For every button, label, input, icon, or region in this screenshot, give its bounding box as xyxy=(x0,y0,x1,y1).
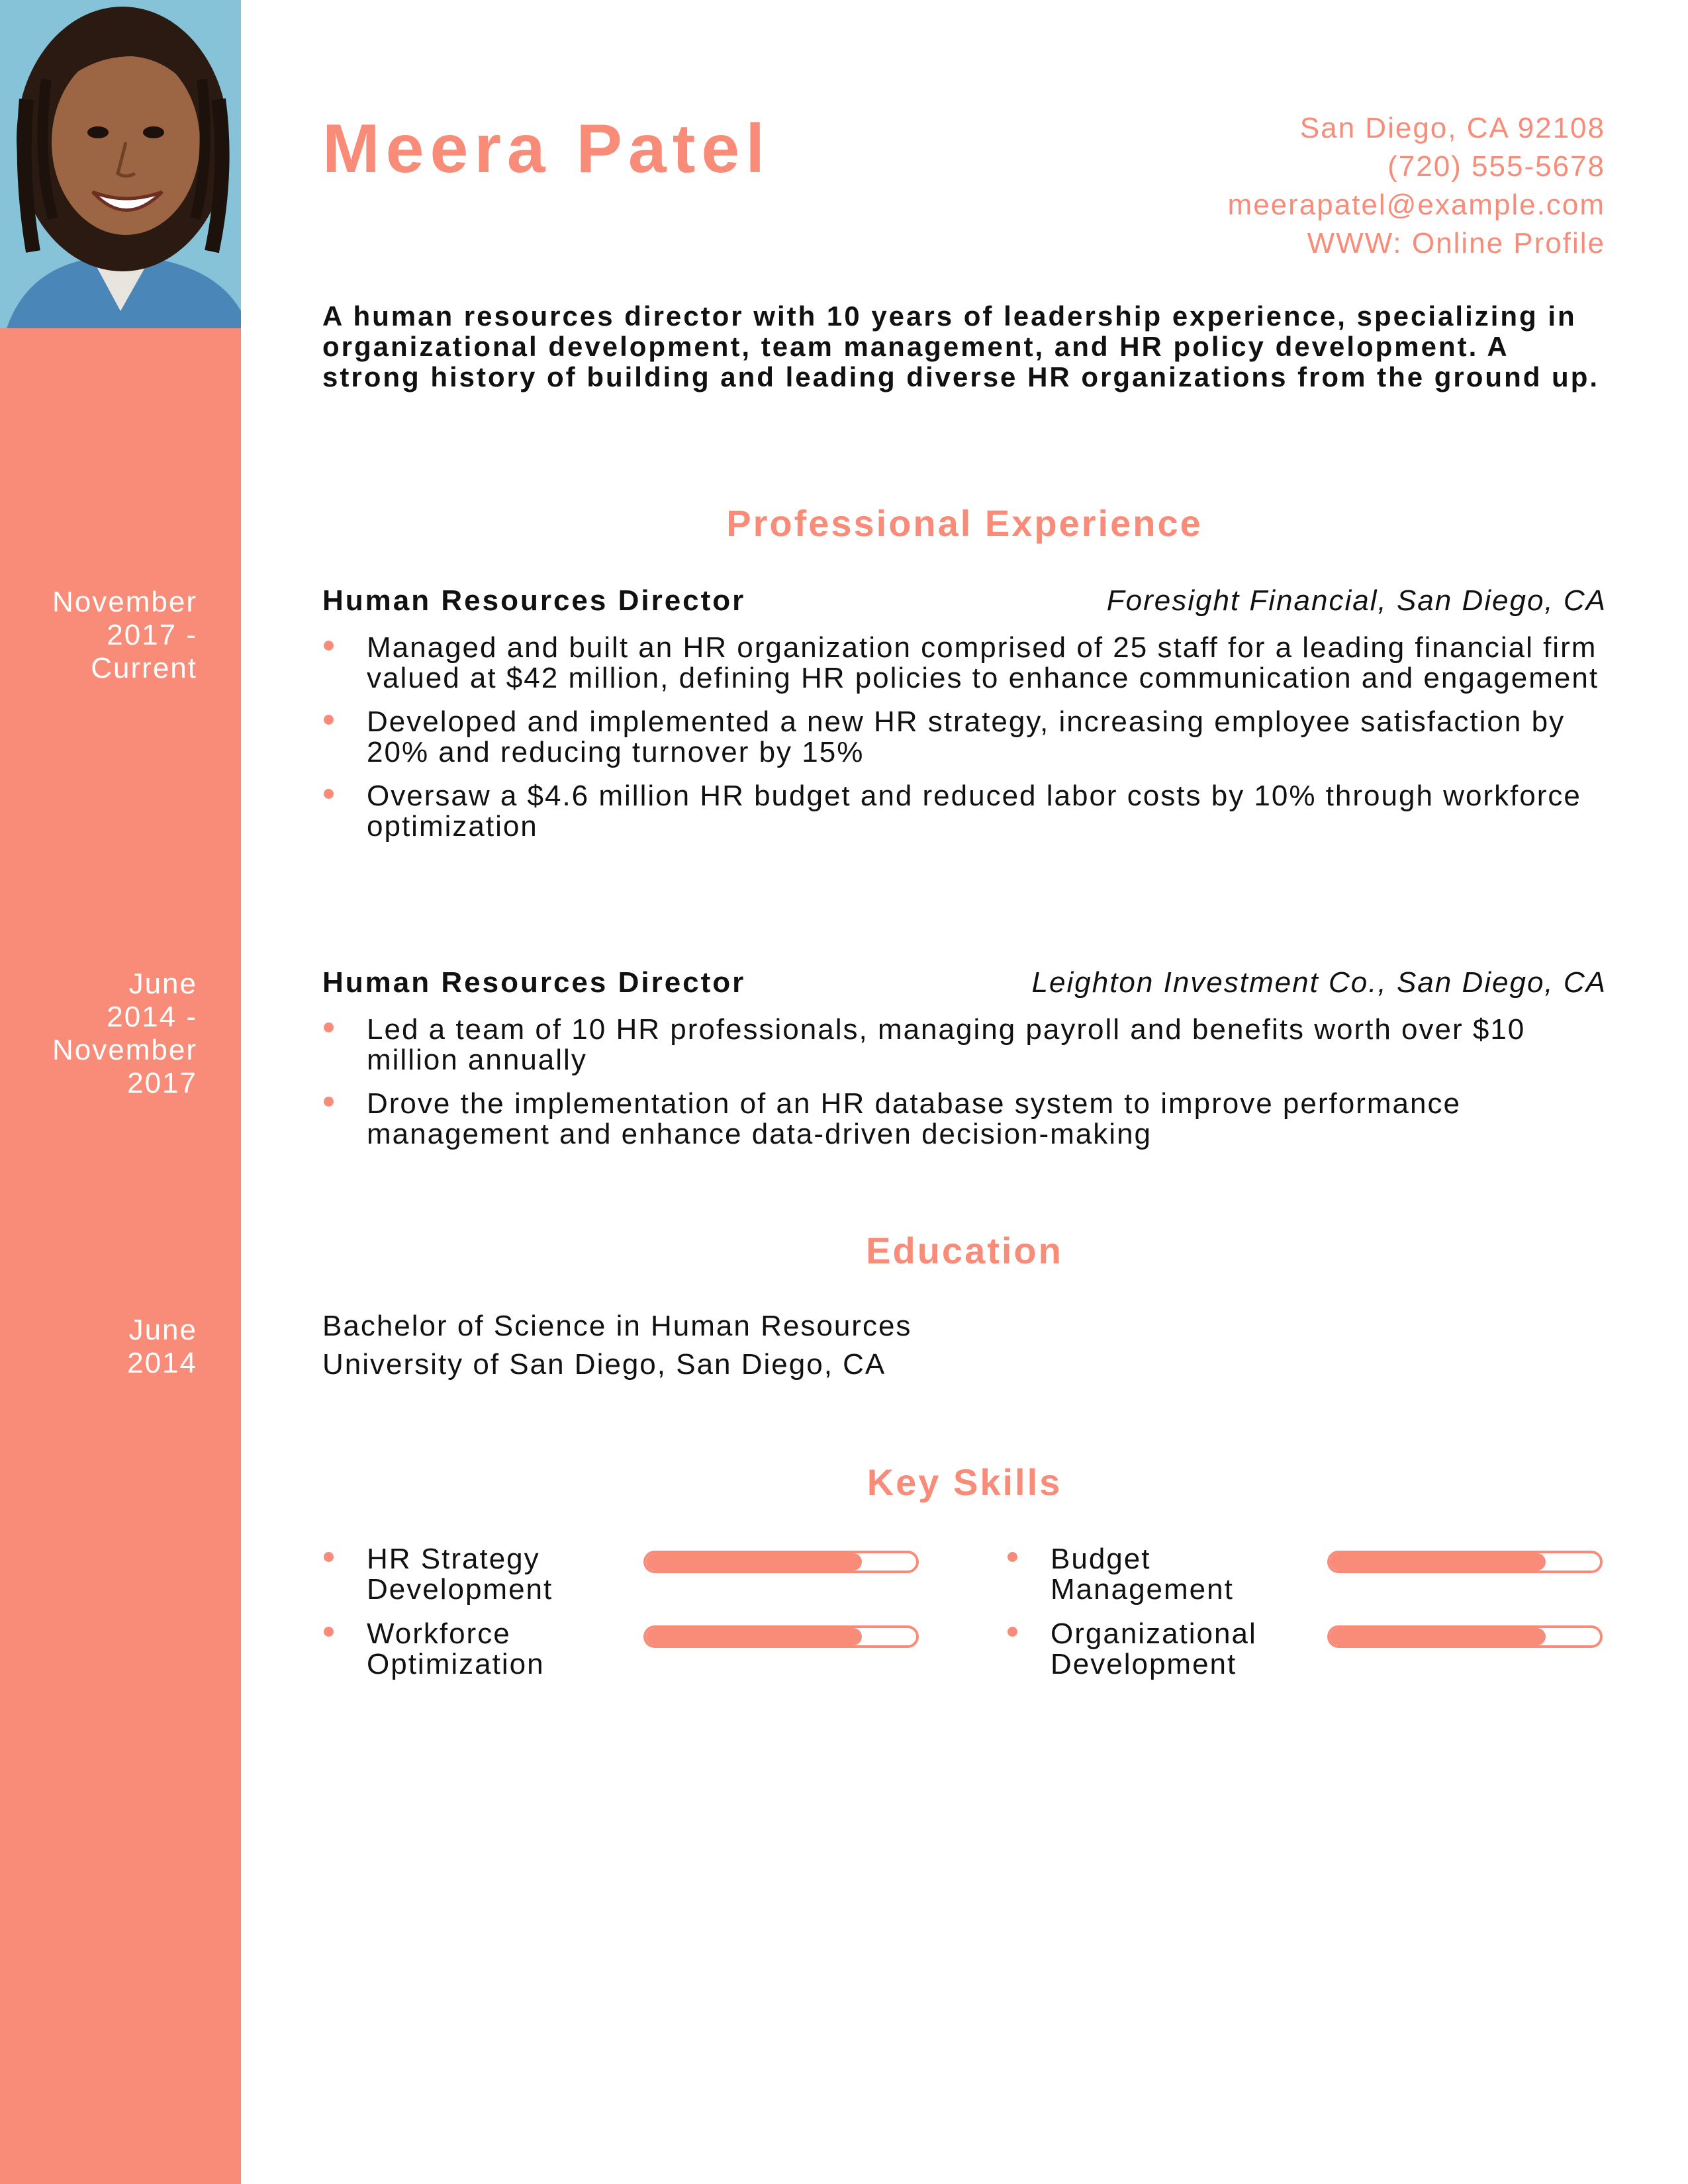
date-line: November xyxy=(52,1034,197,1066)
date-line: June xyxy=(128,1314,197,1346)
date-line: 2014 xyxy=(127,1347,197,1379)
contact-email[interactable]: meerapatel@example.com xyxy=(1227,189,1605,221)
job-company: Foresight Financial, San Diego, CA xyxy=(1106,584,1607,617)
profile-photo xyxy=(0,0,241,328)
contact-phone: (720) 555-5678 xyxy=(1387,150,1605,183)
experience-2-dates: June 2014 - November 2017 xyxy=(0,968,197,1100)
professional-summary: A human resources director with 10 years… xyxy=(322,300,1600,392)
job-bullets: Led a team of 10 HR professionals, manag… xyxy=(322,1015,1607,1163)
experience-section-title: Professional Experience xyxy=(726,502,1203,544)
job-bullets: Managed and built an HR organization com… xyxy=(322,633,1607,855)
date-line: November xyxy=(52,586,197,618)
list-item: Led a team of 10 HR professionals, manag… xyxy=(322,1015,1607,1075)
date-line: 2014 - xyxy=(107,1001,197,1033)
bullet-icon xyxy=(324,1552,334,1562)
sidebar xyxy=(0,0,241,2184)
bullet-text: Oversaw a $4.6 million HR budget and red… xyxy=(367,780,1581,842)
experience-1-dates: November 2017 - Current xyxy=(0,586,197,685)
portrait-illustration xyxy=(0,0,241,328)
job-company: Leighton Investment Co., San Diego, CA xyxy=(1031,966,1607,999)
education-dates: June 2014 xyxy=(0,1314,197,1380)
skill-item: Workforce Optimization xyxy=(322,1619,921,1692)
bullet-icon xyxy=(324,1627,334,1637)
skill-label: Organizational Development xyxy=(1051,1619,1257,1680)
bullet-icon xyxy=(1008,1552,1017,1562)
list-item: Managed and built an HR organization com… xyxy=(322,633,1607,694)
skill-item: HR Strategy Development xyxy=(322,1544,921,1617)
education-entry: Bachelor of Science in Human Resources U… xyxy=(322,1307,912,1384)
skill-level-fill xyxy=(646,1628,863,1645)
job-title: Human Resources Director xyxy=(322,584,746,617)
candidate-name: Meera Patel xyxy=(322,111,771,187)
bullet-icon xyxy=(324,641,334,651)
skill-item: Budget Management xyxy=(1006,1544,1605,1617)
bullet-icon xyxy=(324,1097,334,1107)
education-section-title: Education xyxy=(866,1230,1063,1271)
skill-level-fill xyxy=(1330,1553,1546,1570)
skill-label: Budget Management xyxy=(1051,1544,1234,1605)
bullet-text: Managed and built an HR organization com… xyxy=(367,631,1599,694)
skill-level-bar xyxy=(1327,1625,1603,1648)
bullet-icon xyxy=(1008,1627,1017,1637)
education-school: University of San Diego, San Diego, CA xyxy=(322,1348,886,1381)
list-item: Oversaw a $4.6 million HR budget and red… xyxy=(322,781,1607,842)
contact-info: San Diego, CA 92108 (720) 555-5678 meera… xyxy=(1228,109,1605,263)
contact-address: San Diego, CA 92108 xyxy=(1299,112,1605,144)
bullet-icon xyxy=(324,715,334,725)
skill-level-bar xyxy=(643,1625,919,1648)
job-header: Human Resources Director Leighton Invest… xyxy=(322,963,1607,1003)
bullet-icon xyxy=(324,789,334,799)
job-title: Human Resources Director xyxy=(322,966,746,999)
date-line: June xyxy=(128,968,197,1000)
bullet-text: Drove the implementation of an HR databa… xyxy=(367,1087,1461,1150)
list-item: Developed and implemented a new HR strat… xyxy=(322,707,1607,768)
skill-item: Organizational Development xyxy=(1006,1619,1605,1692)
bullet-text: Developed and implemented a new HR strat… xyxy=(367,705,1566,768)
skill-level-bar xyxy=(643,1551,919,1573)
skill-label: HR Strategy Development xyxy=(367,1544,553,1605)
date-line: 2017 - xyxy=(107,619,197,651)
date-line: Current xyxy=(91,652,197,684)
skill-label: Workforce Optimization xyxy=(367,1619,545,1680)
list-item: Drove the implementation of an HR databa… xyxy=(322,1089,1607,1150)
job-header: Human Resources Director Foresight Finan… xyxy=(322,581,1607,621)
date-line: 2017 xyxy=(127,1067,197,1099)
bullet-text: Led a team of 10 HR professionals, manag… xyxy=(367,1013,1526,1076)
contact-website-link[interactable]: WWW: Online Profile xyxy=(1307,227,1605,259)
skills-section-title: Key Skills xyxy=(867,1461,1062,1503)
skill-level-fill xyxy=(1330,1628,1546,1645)
skill-level-fill xyxy=(646,1553,863,1570)
bullet-icon xyxy=(324,1023,334,1032)
skill-level-bar xyxy=(1327,1551,1603,1573)
education-degree: Bachelor of Science in Human Resources xyxy=(322,1310,912,1342)
